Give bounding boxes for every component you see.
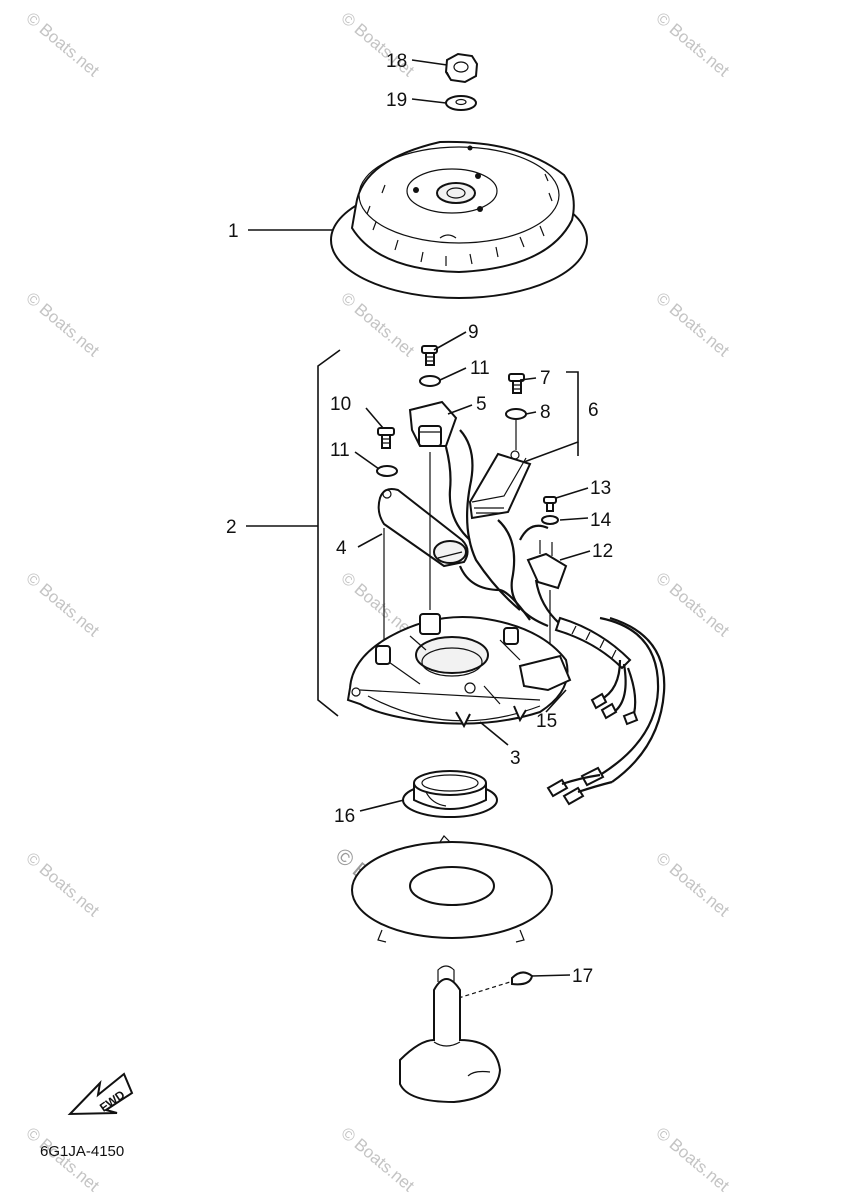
- washer-part: [505, 408, 527, 420]
- callout-17: 17: [572, 966, 593, 987]
- callouts: 18 19 1 9 11 5 10 11 4 2 7 8 6 13 14 12 …: [226, 51, 613, 987]
- watermark: © Boats.net: [652, 849, 733, 921]
- callout-9: 9: [468, 322, 479, 343]
- callout-11-lower: 11: [330, 440, 350, 461]
- callout-14: 14: [590, 510, 612, 531]
- callout-18: 18: [386, 51, 407, 72]
- leader-lines: [246, 59, 591, 977]
- callout-16: 16: [334, 806, 355, 827]
- ignition-coil-part: [468, 450, 532, 520]
- watermark: © Boats.net: [22, 289, 103, 361]
- watermark: © Boats.net: [22, 9, 103, 81]
- woodruff-key-part: [511, 971, 534, 986]
- callout-8: 8: [540, 402, 551, 423]
- coil-bracket: [523, 371, 579, 463]
- watermark: © Boats.net: [22, 849, 103, 921]
- callout-10: 10: [330, 394, 351, 415]
- watermark: © Boats.net: [652, 1124, 733, 1196]
- washer-part: [376, 465, 398, 477]
- nut-part: [444, 52, 479, 84]
- callout-11-upper: 11: [470, 358, 490, 379]
- screw-part: [421, 345, 438, 366]
- watermark: © Boats.net: [22, 569, 103, 641]
- callout-3: 3: [510, 748, 521, 769]
- pulser-coil-part: [408, 400, 458, 447]
- callout-13: 13: [590, 478, 611, 499]
- watermark: © Boats.net: [652, 289, 733, 361]
- callout-2: 2: [226, 517, 237, 538]
- watermark: © Boats.net: [337, 1124, 418, 1196]
- fwd-arrow-icon: FWD: [67, 1072, 134, 1116]
- screw-part: [377, 427, 395, 449]
- assembly-bracket: [317, 349, 341, 717]
- callout-5: 5: [476, 394, 487, 415]
- mount-plate-part: [351, 835, 553, 943]
- callout-19: 19: [386, 90, 407, 111]
- callout-4: 4: [336, 538, 347, 559]
- watermark: © Boats.net: [337, 289, 418, 361]
- watermark: © Boats.net: [652, 569, 733, 641]
- callout-6: 6: [588, 400, 599, 421]
- screw-part: [543, 496, 557, 512]
- base-plate-part: [346, 613, 572, 729]
- washer-part: [445, 95, 477, 111]
- collar-part: [402, 770, 498, 818]
- watermark: © Boats.net: [652, 9, 733, 81]
- charge-coil-part: [377, 488, 469, 568]
- crankshaft-part: [399, 965, 502, 1104]
- callout-1: 1: [228, 221, 239, 242]
- flywheel-part: [330, 140, 588, 299]
- callout-7: 7: [540, 368, 551, 389]
- callout-15: 15: [536, 711, 557, 732]
- washer-part: [419, 375, 441, 387]
- washer-part: [541, 515, 559, 525]
- rectifier-part: [526, 540, 568, 590]
- wire-harness: [444, 429, 666, 806]
- screw-part: [508, 373, 525, 394]
- drawing-code: 6G1JA-4150: [40, 1143, 124, 1160]
- callout-12: 12: [592, 541, 613, 562]
